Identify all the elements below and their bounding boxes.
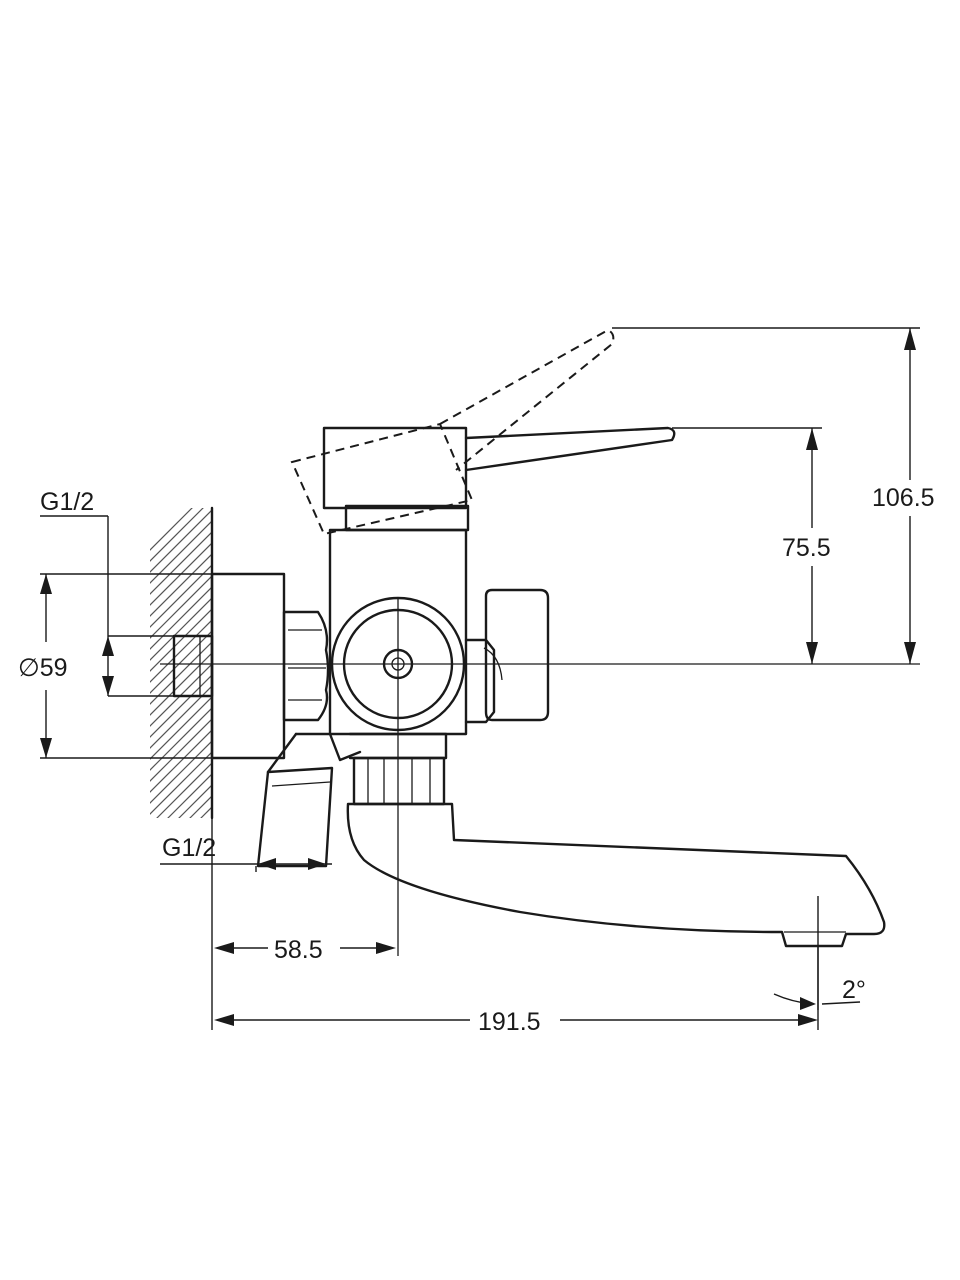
hatch-line (150, 542, 212, 606)
dim-height-lever: 75.5 (672, 427, 831, 664)
spout (346, 802, 886, 948)
hatch-line (150, 674, 212, 738)
diverter-knob (483, 588, 550, 722)
hatch-line (150, 729, 212, 793)
hatch-line (150, 718, 212, 782)
spout-angle-label: 2° (842, 976, 866, 1004)
center-lines (160, 598, 920, 956)
hatch-line (150, 508, 204, 562)
flange-diameter-label: ∅59 (18, 654, 68, 682)
wall-to-axis-label: 58.5 (274, 936, 323, 964)
hatch-line (150, 520, 212, 584)
hatch-line (167, 773, 212, 818)
hatch-line (150, 586, 212, 650)
total-length-label: 191.5 (478, 1008, 541, 1036)
wall-hatch (140, 506, 220, 934)
hatch-line (150, 707, 212, 771)
hatch-line (178, 784, 212, 818)
outlet-thread-label: G1/2 (162, 834, 216, 862)
wall-flange (172, 572, 286, 760)
dim-flange-diameter: ∅59 (18, 573, 212, 759)
lever-handle (322, 426, 676, 510)
hatch-line (150, 608, 212, 672)
hatch-line (150, 509, 212, 573)
hatch-line (189, 795, 212, 818)
hatch-line (150, 597, 212, 661)
dim-spout-angle: 2° (773, 946, 866, 1010)
hatch-line (156, 762, 212, 818)
hatch-line (150, 696, 212, 760)
coupling-nut (282, 610, 330, 722)
hatch-line (150, 641, 212, 705)
inlet-thread-label: G1/2 (40, 488, 94, 516)
hatch-line (150, 751, 212, 815)
hatch-line (150, 575, 212, 639)
height-lever-raised-label: 106.5 (872, 484, 935, 512)
hatch-line (140, 854, 220, 934)
hatch-line (150, 619, 212, 683)
height-lever-label: 75.5 (782, 534, 831, 562)
hatch-line (150, 531, 212, 595)
hatch-line (150, 740, 212, 804)
hatch-line (150, 652, 212, 716)
dim-outlet-thread: G1/2 (160, 834, 332, 872)
dim-height-lever-raised: 106.5 (612, 327, 935, 664)
dim-wall-to-axis: 58.5 (211, 818, 396, 1030)
mixer-body (328, 504, 496, 736)
lever-raised-outline (290, 328, 615, 536)
dim-total-length: 191.5 (214, 896, 819, 1036)
hatch-line (150, 553, 212, 617)
hatch-line (150, 564, 212, 628)
dim-inlet-thread: G1/2 (40, 488, 176, 697)
hatch-line (200, 806, 212, 818)
hatch-line (150, 508, 193, 551)
hatch-line (150, 685, 212, 749)
shower-outlet (256, 732, 362, 868)
